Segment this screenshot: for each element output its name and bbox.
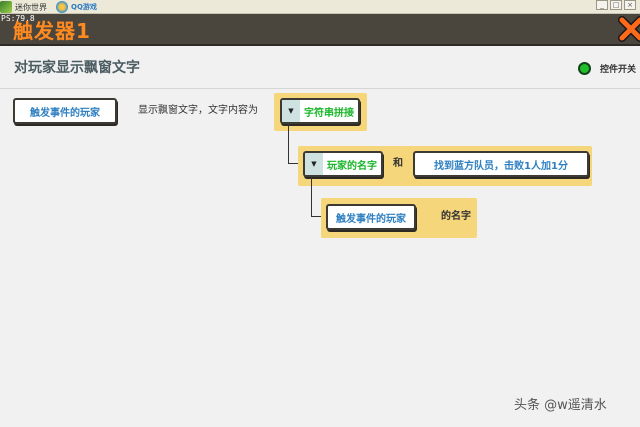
taskbar-app-miniworld[interactable]: 迷你世界 [0, 0, 47, 14]
switch-label: 控件开关 [600, 65, 637, 75]
miniworld-icon [0, 1, 12, 13]
event-player-button[interactable]: 触发事件的玩家 [326, 204, 416, 230]
event-player-label: 触发事件的玩家 [336, 213, 406, 225]
watermark: 头条 @w遥清水 [514, 398, 607, 413]
switch-indicator-icon [578, 62, 591, 75]
qq-game-icon [56, 1, 68, 13]
action-header: 对玩家显示飘窗文字 控件开关 [0, 48, 640, 89]
dropdown-arrow-icon: ▼ [282, 100, 300, 122]
dropdown-label: 玩家的名字 [327, 160, 377, 172]
tree-connector [288, 124, 302, 164]
string-value-label: 找到蓝方队员，击败1人加1分 [434, 160, 568, 172]
dropdown-arrow-icon: ▼ [305, 153, 323, 175]
title-bar: PS:79.8 触发器1 [0, 14, 640, 46]
string-concat-dropdown[interactable]: ▼ 字符串拼接 [280, 98, 360, 124]
maximize-button[interactable]: □ [610, 0, 622, 10]
action-title: 对玩家显示飘窗文字 [14, 60, 140, 76]
tree-connector [311, 177, 325, 217]
page-title: 触发器1 [13, 19, 91, 43]
target-player-button[interactable]: 触发事件的玩家 [13, 98, 117, 124]
window-close-button[interactable]: × [624, 0, 636, 10]
taskbar-app-label: QQ游戏 [71, 3, 97, 11]
window-controls: _ □ × [596, 0, 636, 10]
string-value-button[interactable]: 找到蓝方队员，击败1人加1分 [413, 151, 589, 177]
minimize-button[interactable]: _ [596, 0, 608, 10]
close-x-icon[interactable] [618, 16, 640, 42]
target-player-label: 触发事件的玩家 [30, 107, 100, 119]
suffix-text: 的名字 [441, 211, 471, 222]
taskbar-app-qq-game[interactable]: QQ游戏 [56, 0, 97, 14]
action-description: 显示飘窗文字，文字内容为 [138, 105, 258, 116]
taskbar-app-label: 迷你世界 [15, 2, 47, 12]
player-name-dropdown[interactable]: ▼ 玩家的名字 [303, 151, 383, 177]
control-switch[interactable]: 控件开关 [578, 62, 636, 75]
os-taskbar: 迷你世界 QQ游戏 _ □ × [0, 0, 640, 14]
joiner-text: 和 [393, 158, 403, 169]
fps-counter: PS:79.8 [1, 14, 35, 23]
dropdown-label: 字符串拼接 [304, 107, 354, 119]
